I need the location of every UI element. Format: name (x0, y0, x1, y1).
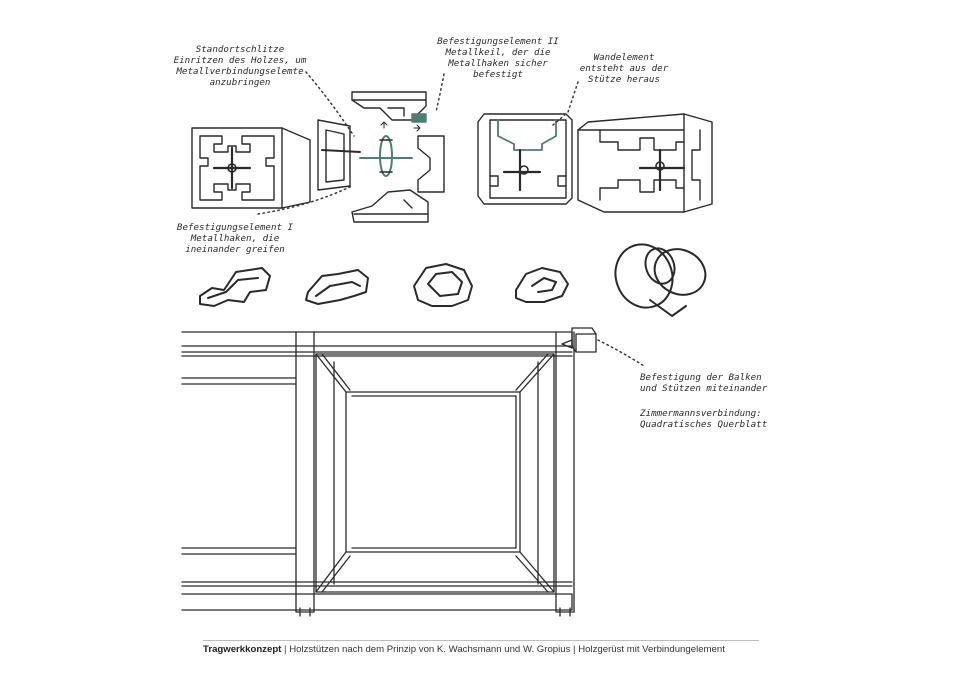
frame-structure (181, 327, 597, 617)
annotation-befestigung-2: Befestigungselement II Metallkeil, der d… (432, 36, 564, 80)
annotation-standort: Standortschlitze Einritzen des Holzes, u… (170, 44, 310, 88)
annotation-line: Metallhaken, die (190, 233, 280, 244)
annotation-line: Metallhaken sicher (448, 58, 548, 69)
annotation-line: Befestigungselement II (437, 36, 559, 47)
annotation-line: Stütze heraus (588, 74, 660, 85)
annotation-line: Befestigung der Balken (640, 372, 762, 383)
left-column-block (191, 127, 311, 209)
caption-text: | Holzstützen nach dem Prinzip von K. Wa… (281, 644, 725, 655)
exploded-joint (317, 91, 445, 223)
hook-sequence (199, 243, 707, 317)
annotation-line: Metallverbindungselemte (176, 66, 304, 77)
annotation-line: ineinander greifen (185, 244, 285, 255)
annotation-line: anzubringen (209, 77, 271, 88)
annotation-line: Zimmermannsverbindung: (640, 408, 762, 419)
figure-caption: Tragwerkkonzept | Holzstützen nach dem P… (203, 644, 725, 655)
annotation-line: Metallkeil, der die (445, 47, 551, 58)
annotation-line: Befestigungselement I (176, 222, 294, 233)
annotation-line: Standortschlitze (195, 44, 285, 55)
annotation-wandelement: Wandelement entsteht aus der Stütze hera… (568, 52, 680, 85)
caption-divider (203, 640, 759, 641)
wall-element-block (577, 113, 713, 213)
annotation-line: Einritzen des Holzes, um (173, 55, 307, 66)
right-column-keil (477, 113, 573, 205)
annotation-line: Quadratisches Querblatt (640, 419, 768, 430)
caption-title: Tragwerkkonzept (203, 644, 282, 655)
annotation-line: entsteht aus der (579, 63, 669, 74)
annotation-befestigung-1: Befestigungselement I Metallhaken, die i… (174, 222, 296, 255)
annotation-line: und Stützen miteinander (640, 383, 768, 394)
annotation-balken: Befestigung der Balken und Stützen mitei… (640, 372, 767, 394)
annotation-zimmermann: Zimmermannsverbindung: Quadratisches Que… (640, 408, 767, 430)
annotation-line: befestigt (473, 69, 523, 80)
leader-lines (257, 71, 645, 367)
annotation-line: Wandelement (593, 52, 655, 63)
